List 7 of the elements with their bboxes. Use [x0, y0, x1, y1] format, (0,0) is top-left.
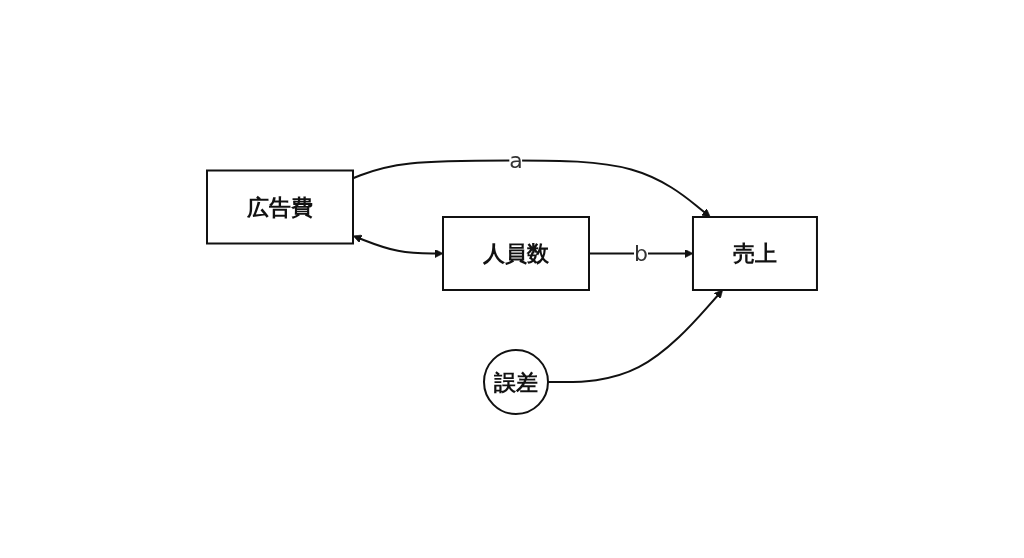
arrow — [353, 234, 444, 258]
node-box: 広告費 — [206, 169, 354, 245]
node-circle: 誤差 — [483, 349, 549, 415]
node-box: 売上 — [692, 216, 818, 291]
edge-label: b — [634, 241, 648, 266]
node-box: 人員数 — [442, 216, 590, 291]
edge-label: a — [509, 148, 523, 173]
